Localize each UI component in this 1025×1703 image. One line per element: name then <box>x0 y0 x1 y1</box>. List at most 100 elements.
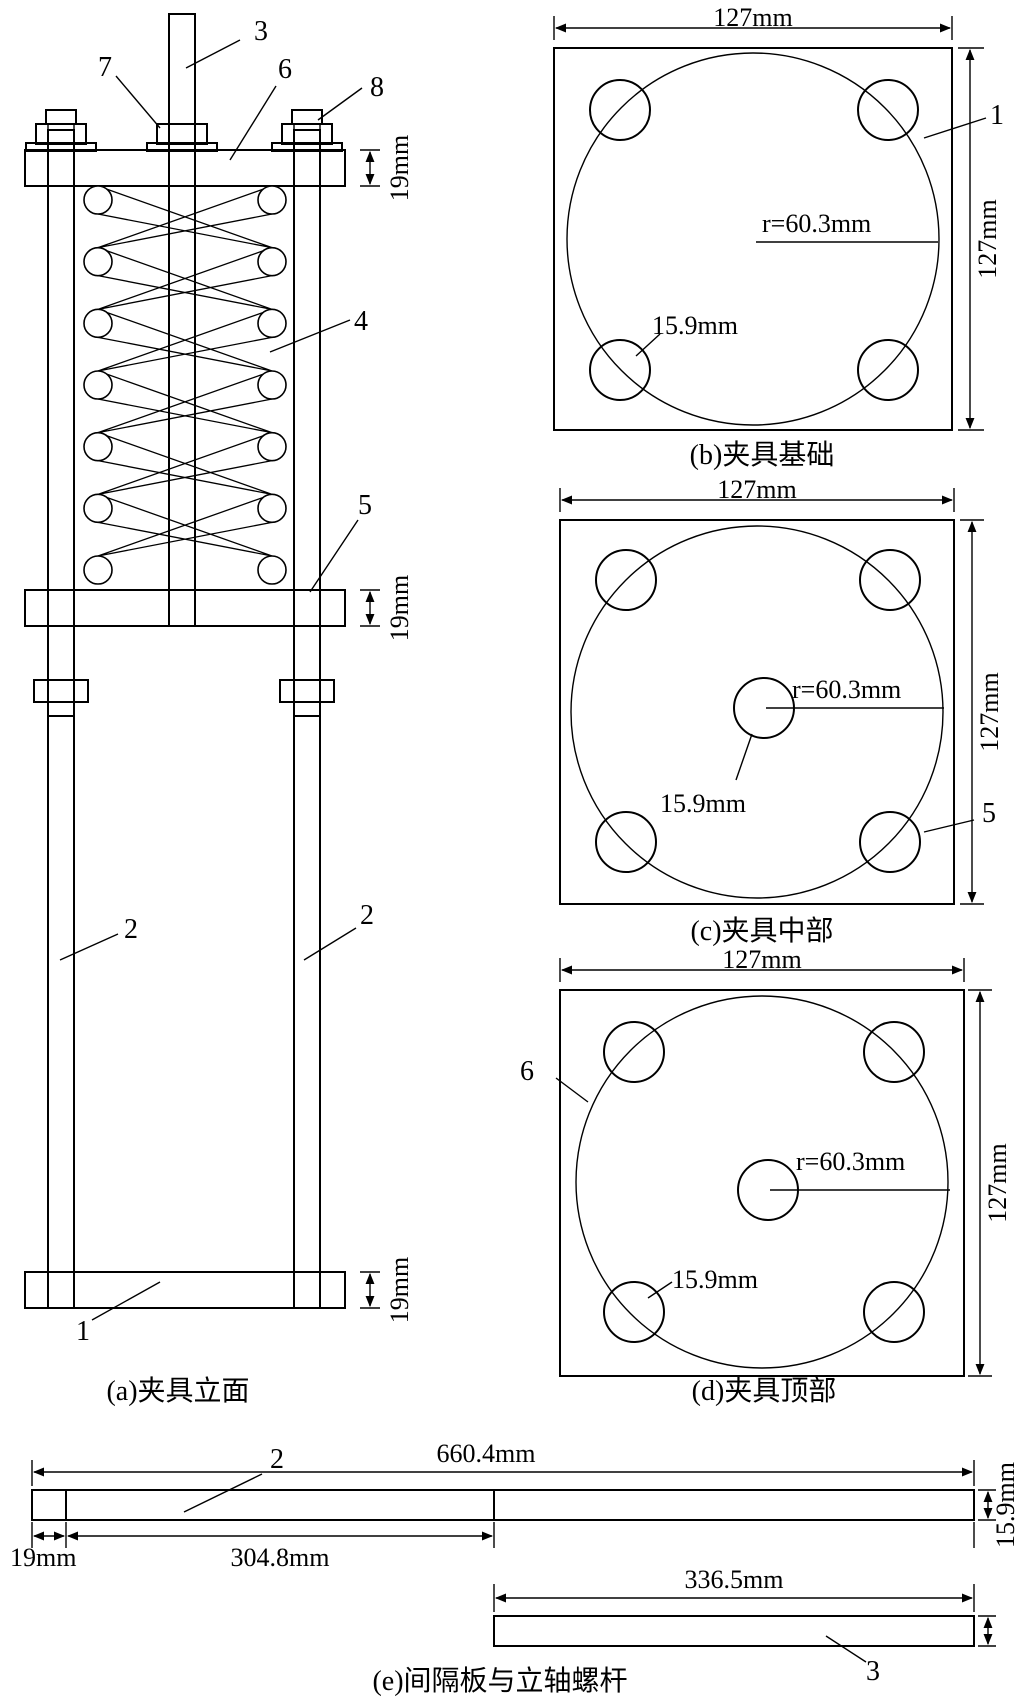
base-rod-top-left <box>589 79 651 141</box>
spring-coil-right <box>257 370 287 400</box>
top-hole-bottom-left <box>603 1281 665 1343</box>
base-height-label: 127mm <box>973 199 1002 278</box>
spring-coil-left <box>83 308 113 339</box>
spring-coil-right <box>257 246 287 277</box>
left-spacer-rod <box>47 715 75 1273</box>
label-2-right: 2 <box>360 900 374 931</box>
base-rod-bottom-right <box>857 339 919 401</box>
caption-d: (d)夹具顶部 <box>692 1375 837 1407</box>
label-3-rod: 3 <box>866 1656 880 1687</box>
bottom-plate <box>24 1271 346 1309</box>
spring-coil-right <box>257 493 287 524</box>
spring-coil-left <box>83 493 113 524</box>
spring-wire <box>97 185 273 557</box>
spring-coil-right <box>257 185 287 215</box>
svg-text:19mm: 19mm <box>385 135 414 201</box>
rod-thickness-label: 15.9mm <box>991 1462 1020 1548</box>
middle-bolt-circle <box>570 525 944 899</box>
center-top-nut <box>146 123 218 152</box>
middle-height-label: 127mm <box>975 672 1004 751</box>
caption-e: (e)间隔板与立轴螺杆 <box>372 1665 627 1697</box>
base-rod-bottom-left <box>589 339 651 401</box>
base-radius-label: r=60.3mm <box>762 209 871 238</box>
spring-coil-left <box>83 555 113 585</box>
caption-b: (b)夹具基础 <box>690 439 835 471</box>
base-plate <box>553 47 953 431</box>
base-hole-dia-label: 15.9mm <box>652 311 738 340</box>
middle-plan-view: r=60.3mm 15.9mm 5 127mm 127mm (c)夹具中部 <box>559 475 1004 947</box>
label-1-elevation: 1 <box>76 1316 90 1347</box>
top-plate-thickness-dim: 19mm <box>360 135 414 201</box>
spring-coil-left <box>83 431 113 462</box>
bottom-plate-thickness-dim: 19mm <box>360 1257 414 1323</box>
label-3: 3 <box>254 16 268 47</box>
vertical-threaded-rod <box>493 1615 975 1647</box>
right-threaded-rod <box>293 129 321 717</box>
spacer-threaded-section <box>493 1489 975 1521</box>
spring-coil-right <box>257 431 287 462</box>
label-6: 6 <box>278 54 292 85</box>
compression-spring <box>83 185 287 585</box>
spring-coil-right <box>257 555 287 585</box>
top-radius-label: r=60.3mm <box>796 1147 905 1176</box>
middle-plate-outline <box>24 589 346 627</box>
label-5: 5 <box>358 490 372 521</box>
seg-19-label: 19mm <box>10 1543 76 1572</box>
right-mid-nut <box>279 679 335 703</box>
top-bolt-circle <box>575 995 949 1369</box>
middle-hole-dia-label: 15.9mm <box>660 789 746 818</box>
label-2-spacer: 2 <box>270 1444 284 1475</box>
caption-a: (a)夹具立面 <box>106 1375 249 1407</box>
left-threaded-rod <box>47 129 75 717</box>
elevation-view: 19mm 19mm 19mm 3 7 6 8 4 5 2 2 1 <box>24 13 414 1407</box>
caption-c: (c)夹具中部 <box>690 915 833 947</box>
left-mid-nut <box>33 679 89 703</box>
middle-hole-top-right <box>859 549 921 611</box>
spacer-plain-section <box>65 1489 495 1521</box>
label-2-left: 2 <box>124 914 138 945</box>
spring-coil-left <box>83 185 113 215</box>
svg-text:19mm: 19mm <box>385 575 414 641</box>
left-top-nut <box>25 109 97 152</box>
top-height-label: 127mm <box>983 1143 1012 1222</box>
label-1-base: 1 <box>990 100 1004 131</box>
seg-304-label: 304.8mm <box>231 1543 330 1572</box>
middle-width-label: 127mm <box>717 475 796 504</box>
top-hole-bottom-right <box>863 1281 925 1343</box>
center-threaded-rod <box>168 13 196 627</box>
middle-plate-plan <box>559 519 955 905</box>
spacer-end-section <box>31 1489 67 1521</box>
svg-text:19mm: 19mm <box>385 1257 414 1323</box>
base-bolt-circle <box>566 52 940 426</box>
right-top-nut <box>271 109 343 152</box>
seg-336-label: 336.5mm <box>685 1565 784 1594</box>
top-plan-view: r=60.3mm 15.9mm 6 127mm 127mm (d)夹具顶部 <box>520 945 1012 1407</box>
spacer-and-rod-view: 660.4mm 2 19mm 304.8mm 15.9mm 336.5mm 3 … <box>10 1439 1020 1697</box>
middle-plate-thickness-dim: 19mm <box>360 575 414 641</box>
right-spacer-rod <box>293 715 321 1273</box>
total-length-label: 660.4mm <box>437 1439 536 1468</box>
label-8: 8 <box>370 72 384 103</box>
top-hole-top-right <box>863 1021 925 1083</box>
right-rod-base-section <box>293 1271 321 1309</box>
base-plan-view: r=60.3mm 15.9mm 1 127mm 127mm (b)夹具基础 <box>553 3 1004 471</box>
top-hole-dia-label: 15.9mm <box>672 1265 758 1294</box>
base-rod-top-right <box>857 79 919 141</box>
base-width-label: 127mm <box>713 3 792 32</box>
spring-coil-right <box>257 308 287 339</box>
middle-radius-label: r=60.3mm <box>792 675 901 704</box>
label-6-plan: 6 <box>520 1056 534 1087</box>
top-plate-plan <box>559 989 965 1377</box>
middle-hole-top-left <box>595 549 657 611</box>
middle-hole-bottom-right <box>859 811 921 873</box>
left-rod-base-section <box>47 1271 75 1309</box>
label-5-plan: 5 <box>982 798 996 829</box>
spring-coil-left <box>83 370 113 400</box>
label-7: 7 <box>98 52 112 83</box>
middle-hole-bottom-left <box>595 811 657 873</box>
label-4: 4 <box>354 306 368 337</box>
top-width-label: 127mm <box>722 945 801 974</box>
spring-coil-left <box>83 246 113 277</box>
